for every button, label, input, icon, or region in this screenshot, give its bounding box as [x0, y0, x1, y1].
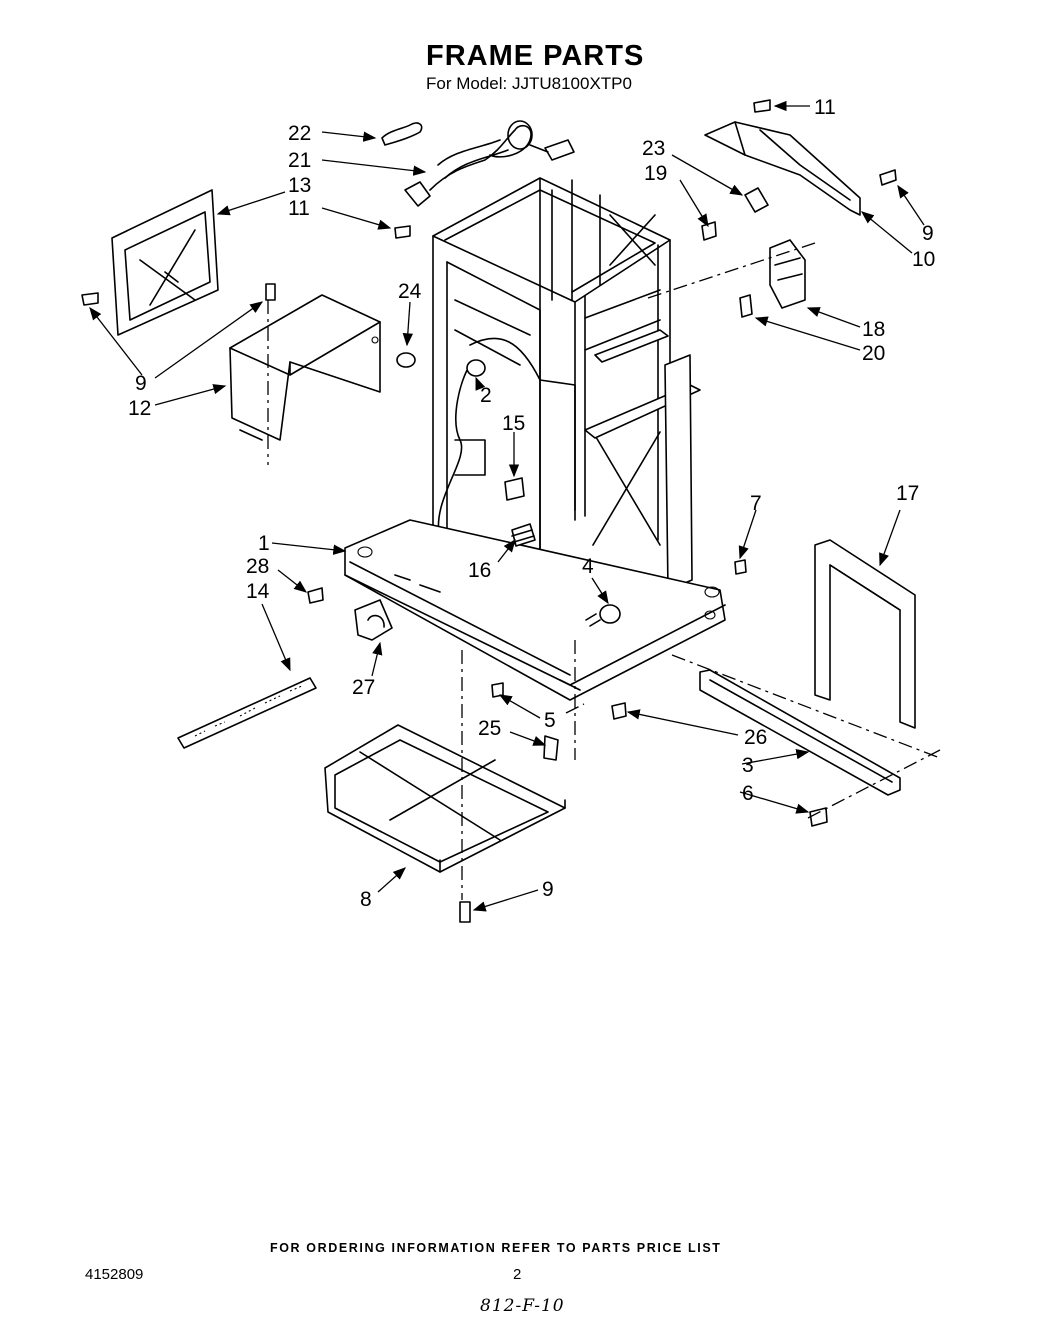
- leader-lines: [89, 100, 925, 912]
- callout-20: 20: [862, 342, 885, 365]
- callout-1: 1: [258, 532, 270, 555]
- alignment-lines: [267, 242, 941, 900]
- kick-plate-3: [699, 669, 901, 796]
- callout-9-left: 9: [135, 372, 147, 395]
- document-number: 4152809: [85, 1266, 144, 1283]
- callout-12: 12: [128, 397, 151, 420]
- callout-3: 3: [742, 754, 754, 777]
- callout-9-bottom: 9: [542, 878, 554, 901]
- callout-21: 21: [288, 149, 311, 172]
- callout-7: 7: [750, 492, 762, 515]
- callout-2: 2: [480, 384, 492, 407]
- cord-clamp-22: [381, 122, 423, 146]
- callout-11-right: 11: [814, 96, 836, 119]
- callout-26: 26: [744, 726, 767, 749]
- callout-5: 5: [544, 709, 556, 732]
- callout-8: 8: [360, 888, 372, 911]
- callout-28: 28: [246, 555, 269, 578]
- small-hardware: [81, 99, 897, 923]
- model-line: For Model: JJTU8100XTP0: [426, 74, 632, 93]
- insulation-strip-14: [177, 677, 317, 749]
- callout-22: 22: [288, 122, 311, 145]
- cabinet-frame: [344, 177, 726, 701]
- callout-19: 19: [644, 162, 667, 185]
- callout-6: 6: [742, 782, 754, 805]
- callout-11-left: 11: [288, 197, 310, 220]
- callout-24: 24: [398, 280, 422, 303]
- callout-23: 23: [642, 137, 665, 160]
- page-number: 2: [513, 1266, 522, 1283]
- callout-4: 4: [582, 555, 594, 578]
- handwritten-code: 812-F-10: [480, 1296, 565, 1316]
- power-cord-21: [404, 120, 575, 207]
- side-cover-13: [111, 189, 219, 336]
- door-frame-17: [814, 539, 916, 729]
- callout-13: 13: [288, 174, 311, 197]
- page-title: FRAME PARTS: [426, 40, 645, 72]
- callout-10: 10: [912, 248, 935, 271]
- callout-18: 18: [862, 318, 885, 341]
- switch-bracket-18: [739, 239, 806, 318]
- callout-9-right: 9: [922, 222, 934, 245]
- access-cover-12: [229, 294, 381, 441]
- callout-16: 16: [468, 559, 491, 582]
- callout-17: 17: [896, 482, 919, 505]
- callout-25: 25: [478, 717, 501, 740]
- ordering-note: FOR ORDERING INFORMATION REFER TO PARTS …: [270, 1241, 722, 1255]
- clip-27: [354, 599, 393, 641]
- callout-27: 27: [352, 676, 375, 699]
- callout-15: 15: [502, 412, 525, 435]
- top-rail-10: [704, 121, 861, 216]
- callout-14: 14: [246, 580, 270, 603]
- callout-numbers: 22 21 13 11 24 9 12 2 15 1 28 14 16 4 27…: [128, 96, 935, 911]
- bottom-panel-8: [324, 724, 566, 873]
